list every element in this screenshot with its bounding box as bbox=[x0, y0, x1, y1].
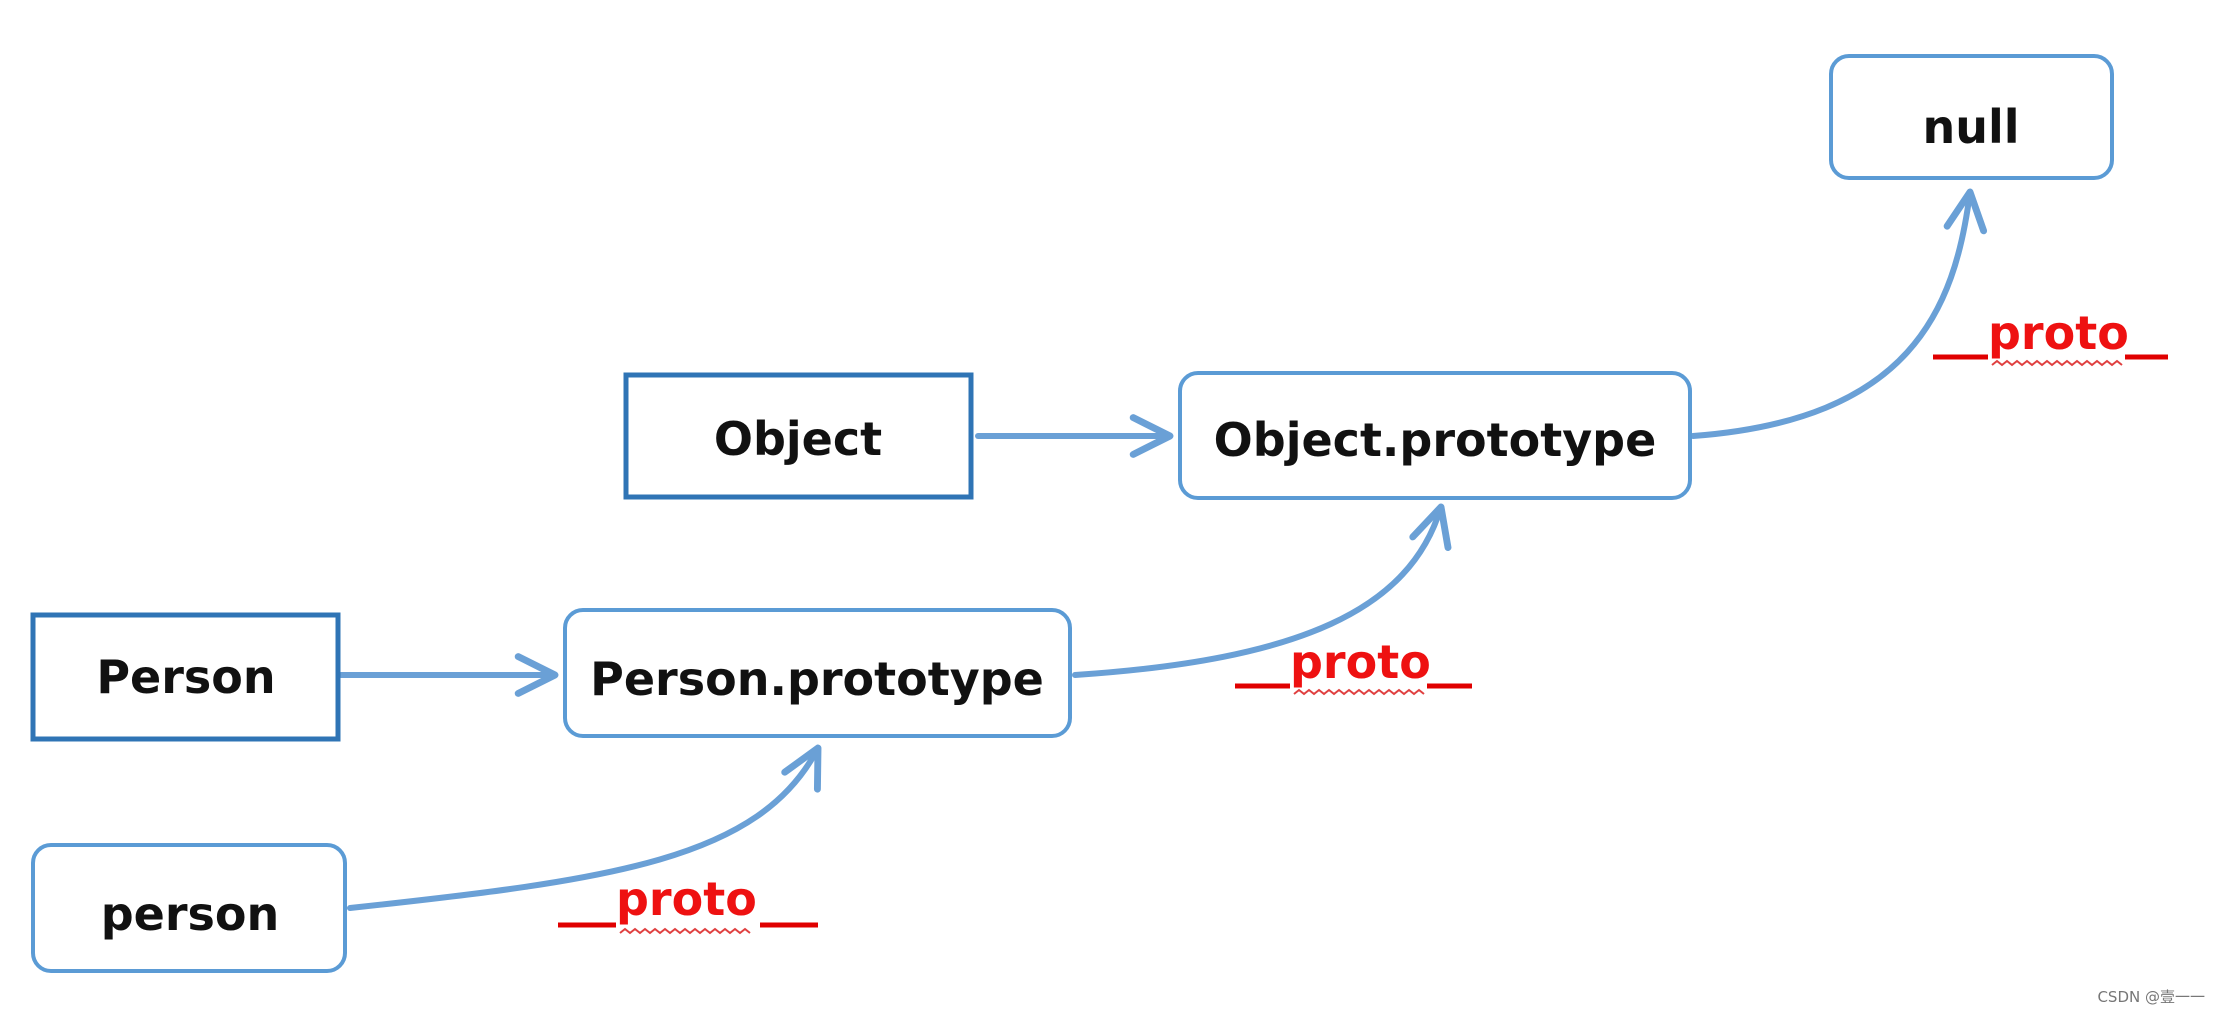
node-person-prototype-box bbox=[563, 608, 1072, 738]
node-person: Person bbox=[30, 612, 341, 742]
node-person-label: Person bbox=[96, 650, 275, 704]
proto-text: proto bbox=[616, 872, 757, 926]
arrow-person-prototype-proto bbox=[1072, 503, 1452, 678]
node-object-prototype-label: Object.prototype bbox=[1214, 413, 1657, 467]
node-object-prototype-box bbox=[1178, 371, 1692, 500]
proto-label-person-instance: proto bbox=[558, 872, 818, 935]
proto-text: proto bbox=[1290, 635, 1431, 689]
node-object-prototype: Object.prototype bbox=[1178, 371, 1692, 500]
proto-label-object-prototype: proto bbox=[1933, 306, 2168, 367]
node-object-label: Object bbox=[714, 412, 882, 466]
arrow-object-prototype-proto bbox=[1690, 188, 1988, 439]
node-null-label: null bbox=[1922, 100, 2019, 154]
connectors bbox=[338, 188, 1988, 911]
node-object: Object bbox=[623, 372, 974, 500]
spellcheck-squiggle bbox=[1293, 688, 1425, 696]
node-person-box bbox=[30, 612, 341, 742]
proto-text: proto bbox=[1988, 306, 2129, 360]
node-person-instance-box bbox=[31, 843, 347, 973]
node-null-box bbox=[1829, 54, 2114, 180]
node-null: null bbox=[1829, 54, 2114, 180]
proto-label-person-prototype: proto bbox=[1235, 635, 1472, 696]
node-person-instance-label: person bbox=[101, 887, 280, 941]
node-object-box bbox=[623, 372, 974, 500]
spellcheck-squiggle bbox=[619, 927, 751, 935]
arrow-person-instance-proto bbox=[347, 744, 822, 911]
node-person-prototype: Person.prototype bbox=[563, 608, 1072, 738]
watermark-text: CSDN @壹一一 bbox=[2097, 988, 2205, 1006]
node-person-instance: person bbox=[31, 843, 347, 973]
node-person-prototype-label: Person.prototype bbox=[590, 652, 1044, 706]
spellcheck-squiggle bbox=[1991, 359, 2123, 367]
